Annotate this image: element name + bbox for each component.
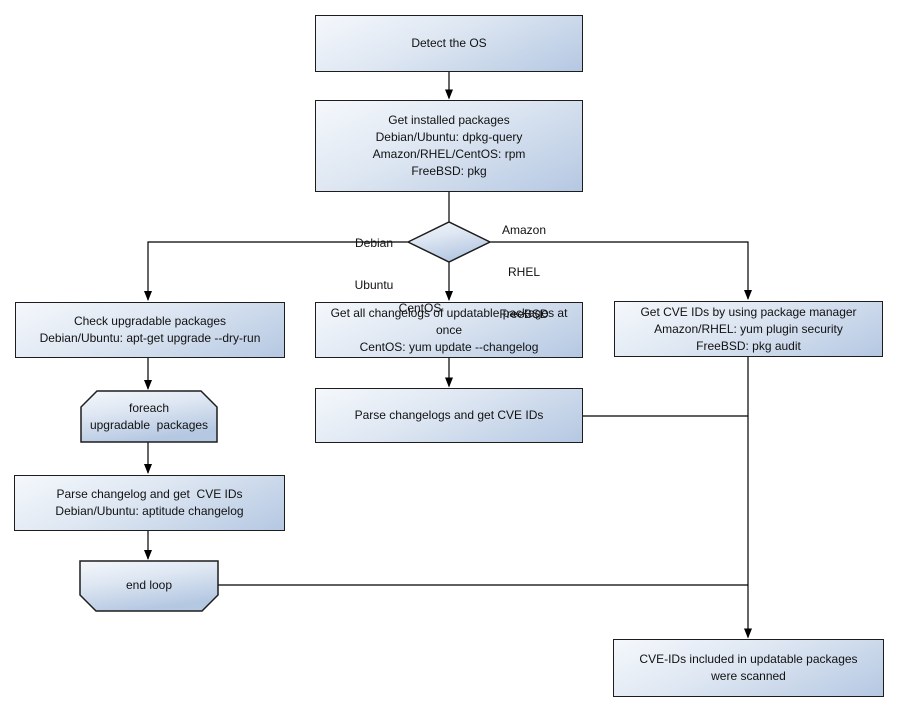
foreach-loop-start-shape bbox=[80, 390, 218, 443]
node-parse-changelog-apt: Parse changelog and get CVE IDs Debian/U… bbox=[14, 475, 285, 531]
node-line: Parse changelogs and get CVE IDs bbox=[354, 408, 544, 422]
node-line: CVE-IDs included in updatable packages bbox=[639, 652, 858, 666]
end-loop-shape bbox=[79, 560, 219, 612]
node-line: Get installed packages bbox=[388, 113, 510, 127]
node-line: Debian/Ubuntu: apt-get upgrade --dry-run bbox=[39, 331, 261, 345]
node-result-scanned: CVE-IDs included in updatable packages w… bbox=[613, 639, 884, 697]
edge-label-line: RHEL bbox=[507, 265, 540, 279]
node-check-upgradable-packages: Check upgradable packages Debian/Ubuntu:… bbox=[15, 302, 285, 358]
node-get-all-changelogs: Get all changelogs of updatable packages… bbox=[315, 302, 583, 358]
foreach-loop-start-label: foreach upgradable packages bbox=[81, 393, 217, 440]
node-line: end loop bbox=[125, 577, 173, 592]
node-line: Debian/Ubuntu: dpkg-query bbox=[375, 130, 523, 144]
node-line: Detect the OS bbox=[411, 36, 487, 50]
node-get-cve-ids-package-manager: Get CVE IDs by using package manager Ama… bbox=[614, 301, 883, 357]
node-detect-os: Detect the OS bbox=[315, 15, 583, 72]
node-line: Amazon/RHEL: yum plugin security bbox=[654, 321, 843, 336]
node-line: CentOS: yum update --changelog bbox=[359, 339, 539, 354]
node-get-installed-packages: Get installed packages Debian/Ubuntu: dp… bbox=[315, 100, 583, 192]
connector-decision-to-get-cve-ids bbox=[490, 241, 752, 300]
node-line: foreach bbox=[128, 400, 170, 415]
edge-label-line: Ubuntu bbox=[354, 278, 394, 292]
node-line: Check upgradable packages bbox=[73, 314, 227, 328]
node-line: Get CVE IDs by using package manager bbox=[640, 304, 857, 319]
node-line: FreeBSD: pkg audit bbox=[696, 338, 801, 353]
edge-label-debian-ubuntu: Debian Ubuntu bbox=[346, 208, 402, 320]
node-line: were scanned bbox=[711, 669, 786, 683]
edge-label-centos: CentOS bbox=[391, 273, 449, 343]
node-line: Debian/Ubuntu: aptitude changelog bbox=[55, 504, 244, 518]
node-line: upgradable packages bbox=[89, 417, 209, 432]
node-line: Amazon/RHEL/CentOS: rpm bbox=[372, 147, 526, 161]
edge-label-line: Debian bbox=[354, 236, 394, 250]
node-line: Get all changelogs of updatable packages… bbox=[330, 305, 571, 337]
end-loop-label: end loop bbox=[80, 561, 218, 609]
node-parse-changelogs-cve: Parse changelogs and get CVE IDs bbox=[315, 388, 583, 443]
edge-label-line: Amazon bbox=[501, 223, 547, 237]
edge-label-line: CentOS bbox=[398, 301, 442, 315]
edge-label-line: FreeBSD bbox=[499, 307, 549, 321]
edge-label-amazon-rhel-freebsd: Amazon RHEL FreeBSD bbox=[494, 195, 554, 349]
node-line: Parse changelog and get CVE IDs bbox=[56, 487, 243, 501]
os-decision-diamond bbox=[406, 221, 492, 263]
connector-decision-to-check-upgradable bbox=[144, 241, 408, 301]
node-line: FreeBSD: pkg bbox=[411, 164, 487, 178]
